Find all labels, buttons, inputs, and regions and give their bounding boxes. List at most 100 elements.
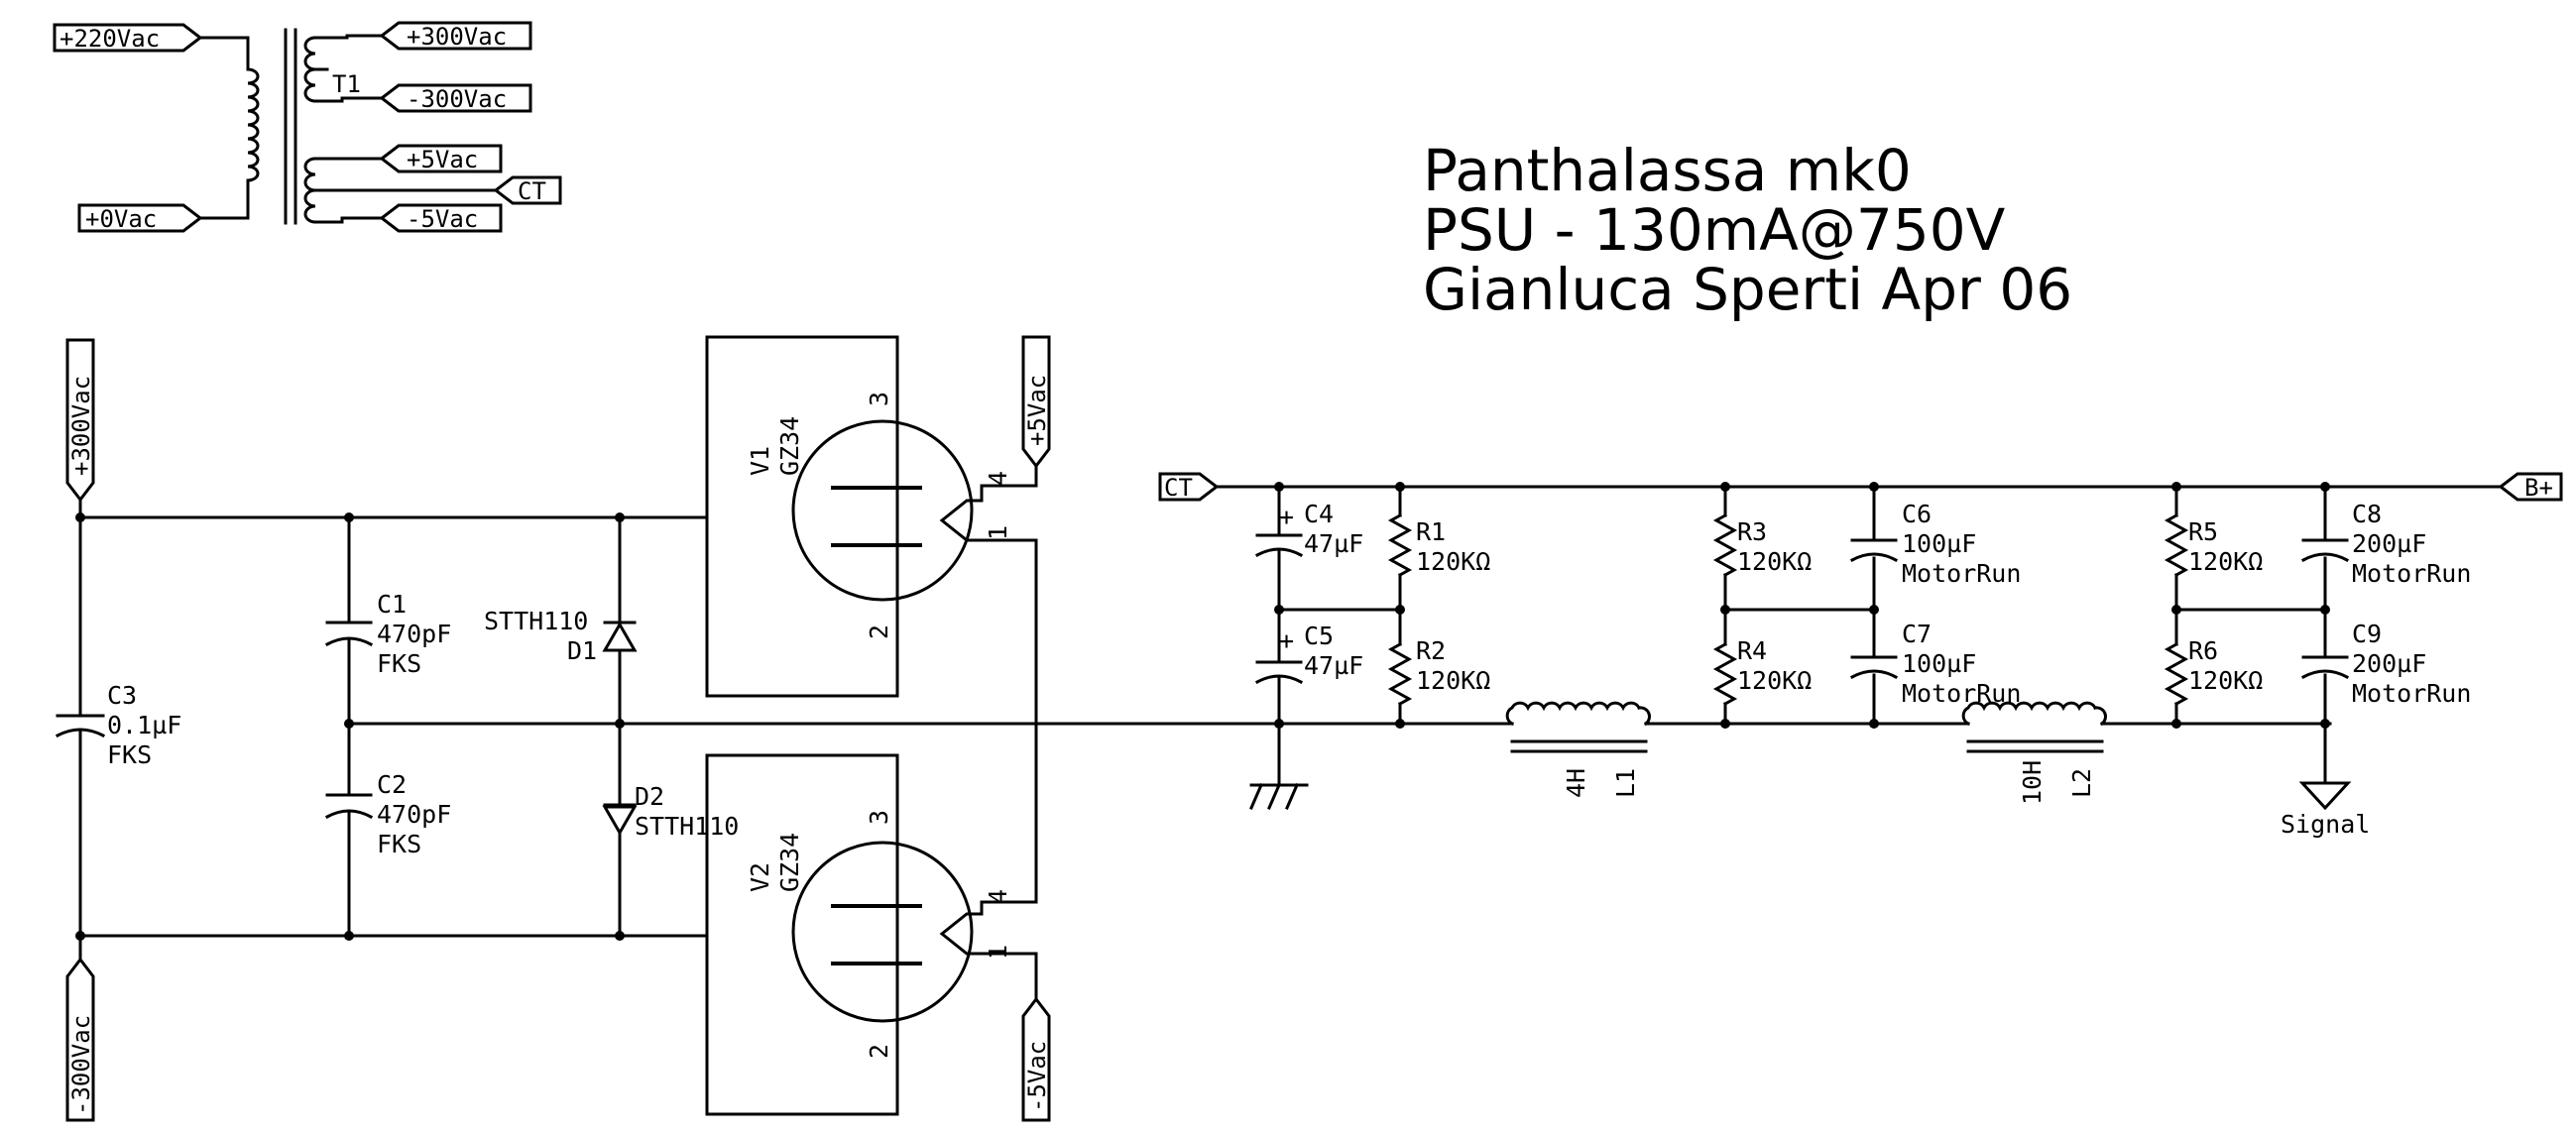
c8-note: MotorRun: [2352, 559, 2471, 588]
v1-pin-3: 3: [865, 392, 893, 406]
v2-ref: V2: [746, 862, 774, 892]
c3-value: 0.1µF: [107, 711, 181, 739]
port-plus0vac: +0Vac: [77, 203, 203, 233]
rail-minus5vac: -5Vac: [1021, 996, 1051, 1122]
capacitor-c4: + C4 47µF: [1254, 500, 1363, 558]
c1-note: FKS: [377, 649, 421, 678]
port-plus0vac-label: +0Vac: [85, 205, 157, 233]
v2-pin-2: 2: [865, 1044, 893, 1059]
d2-part: STTH110: [635, 812, 739, 841]
c9-note: MotorRun: [2352, 679, 2471, 708]
rail-minus5vac-label: -5Vac: [1023, 1041, 1051, 1112]
rail-plus5vac: +5Vac: [1021, 335, 1051, 469]
transformer-t1: +220Vac +0Vac T1 +300Vac -300Vac: [53, 21, 562, 233]
l1-value: 4H: [1562, 768, 1590, 798]
chassis-ground: [1249, 722, 1309, 810]
port-plus5vac: +5Vac: [379, 144, 503, 173]
c6-value: 100µF: [1902, 529, 1976, 558]
resistor-r1: [1387, 512, 1413, 578]
inductor-l1: 4H L1: [1505, 701, 1651, 798]
c9-value: 200µF: [2352, 649, 2426, 678]
l1-ref: L1: [1611, 768, 1640, 798]
ct-filter-label: CT: [1164, 474, 1193, 502]
r6-ref: R6: [2188, 636, 2218, 665]
capacitor-c2: C2 470pF FKS: [324, 770, 451, 858]
capacitor-c8: C8 200µF MotorRun: [2300, 500, 2471, 588]
signal-ground-label: Signal: [2281, 810, 2370, 839]
c6-note: MotorRun: [1902, 559, 2021, 588]
v2-pin-3: 3: [865, 810, 893, 825]
r4-value: 120KΩ: [1737, 666, 1812, 695]
rail-plus300vac-label: +300Vac: [67, 376, 95, 476]
inductor-l2: 10H L2: [1961, 701, 2107, 805]
c4-polarity: +: [1279, 503, 1294, 531]
c5-polarity: +: [1279, 626, 1294, 655]
v1-ref: V1: [746, 446, 774, 476]
tube-v2: V2 GZ34 3 2 4 1 -5Vac: [705, 753, 1051, 1122]
c7-note: MotorRun: [1902, 679, 2021, 708]
port-ct-filter: CT: [1158, 472, 1220, 502]
c4-value: 47µF: [1304, 529, 1363, 558]
r2-value: 120KΩ: [1416, 666, 1490, 695]
capacitor-c5: + C5 47µF: [1254, 622, 1363, 685]
c7-ref: C7: [1902, 620, 1932, 648]
r6-value: 120KΩ: [2188, 666, 2263, 695]
capacitor-c6: C6 100µF MotorRun: [1849, 500, 2021, 588]
d1-ref: D1: [567, 636, 597, 665]
r4-ref: R4: [1737, 636, 1767, 665]
resistor-r3: [1712, 512, 1738, 578]
port-plus300vac-label: +300Vac: [407, 23, 507, 51]
v1-pin-1: 1: [984, 525, 1012, 540]
filter-section: CT B+ + C4 47µF + C5 47µF: [1158, 472, 2563, 839]
diode-d1: STTH110 D1: [484, 607, 638, 665]
r5-ref: R5: [2188, 517, 2218, 546]
transformer-ref: T1: [332, 70, 361, 98]
c3-ref: C3: [107, 681, 137, 710]
capacitor-c1: C1 470pF FKS: [324, 590, 451, 678]
title-line-2: PSU - 130mA@750V: [1423, 196, 2006, 264]
diode-d2: D2 STTH110: [602, 782, 739, 841]
title-block: Panthalassa mk0 PSU - 130mA@750V Gianluc…: [1423, 137, 2072, 323]
port-bplus: B+: [2498, 472, 2563, 502]
port-plus220vac-label: +220Vac: [59, 25, 160, 53]
c3-note: FKS: [107, 740, 152, 769]
port-minus300vac-label: -300Vac: [407, 85, 507, 113]
v2-pin-1: 1: [984, 945, 1012, 960]
c5-ref: C5: [1304, 622, 1334, 650]
port-minus5vac: -5Vac: [379, 203, 503, 233]
r5-value: 120KΩ: [2188, 547, 2263, 576]
port-plus220vac: +220Vac: [53, 23, 203, 53]
resistor-r6: [2164, 641, 2189, 707]
c1-value: 470pF: [377, 620, 451, 648]
port-plus5vac-label: +5Vac: [407, 146, 478, 173]
c2-note: FKS: [377, 830, 421, 858]
port-minus300vac: -300Vac: [379, 83, 532, 113]
title-line-3: Gianluca Sperti Apr 06: [1423, 256, 2072, 323]
rail-plus300vac: +300Vac: [65, 338, 95, 503]
capacitor-c9: C9 200µF MotorRun: [2300, 620, 2471, 708]
c9-ref: C9: [2352, 620, 2382, 648]
d1-part: STTH110: [484, 607, 588, 635]
port-plus300vac: +300Vac: [379, 21, 532, 51]
c4-ref: C4: [1304, 500, 1334, 528]
r3-value: 120KΩ: [1737, 547, 1812, 576]
r3-ref: R3: [1737, 517, 1767, 546]
rail-minus300vac: -300Vac: [65, 957, 95, 1122]
r1-ref: R1: [1416, 517, 1446, 546]
v2-pin-4: 4: [984, 889, 1012, 904]
r1-value: 120KΩ: [1416, 547, 1490, 576]
port-ct-label: CT: [518, 177, 546, 205]
v1-type: GZ34: [775, 416, 804, 476]
primary-coil: [246, 67, 260, 182]
resistor-r4: [1712, 641, 1738, 707]
resistor-r5: [2164, 512, 2189, 578]
title-line-1: Panthalassa mk0: [1423, 137, 1912, 204]
r2-ref: R2: [1416, 636, 1446, 665]
c8-ref: C8: [2352, 500, 2382, 528]
d2-ref: D2: [635, 782, 664, 811]
v2-type: GZ34: [775, 833, 804, 892]
c5-value: 47µF: [1304, 651, 1363, 680]
c6-ref: C6: [1902, 500, 1932, 528]
c2-value: 470pF: [377, 800, 451, 829]
